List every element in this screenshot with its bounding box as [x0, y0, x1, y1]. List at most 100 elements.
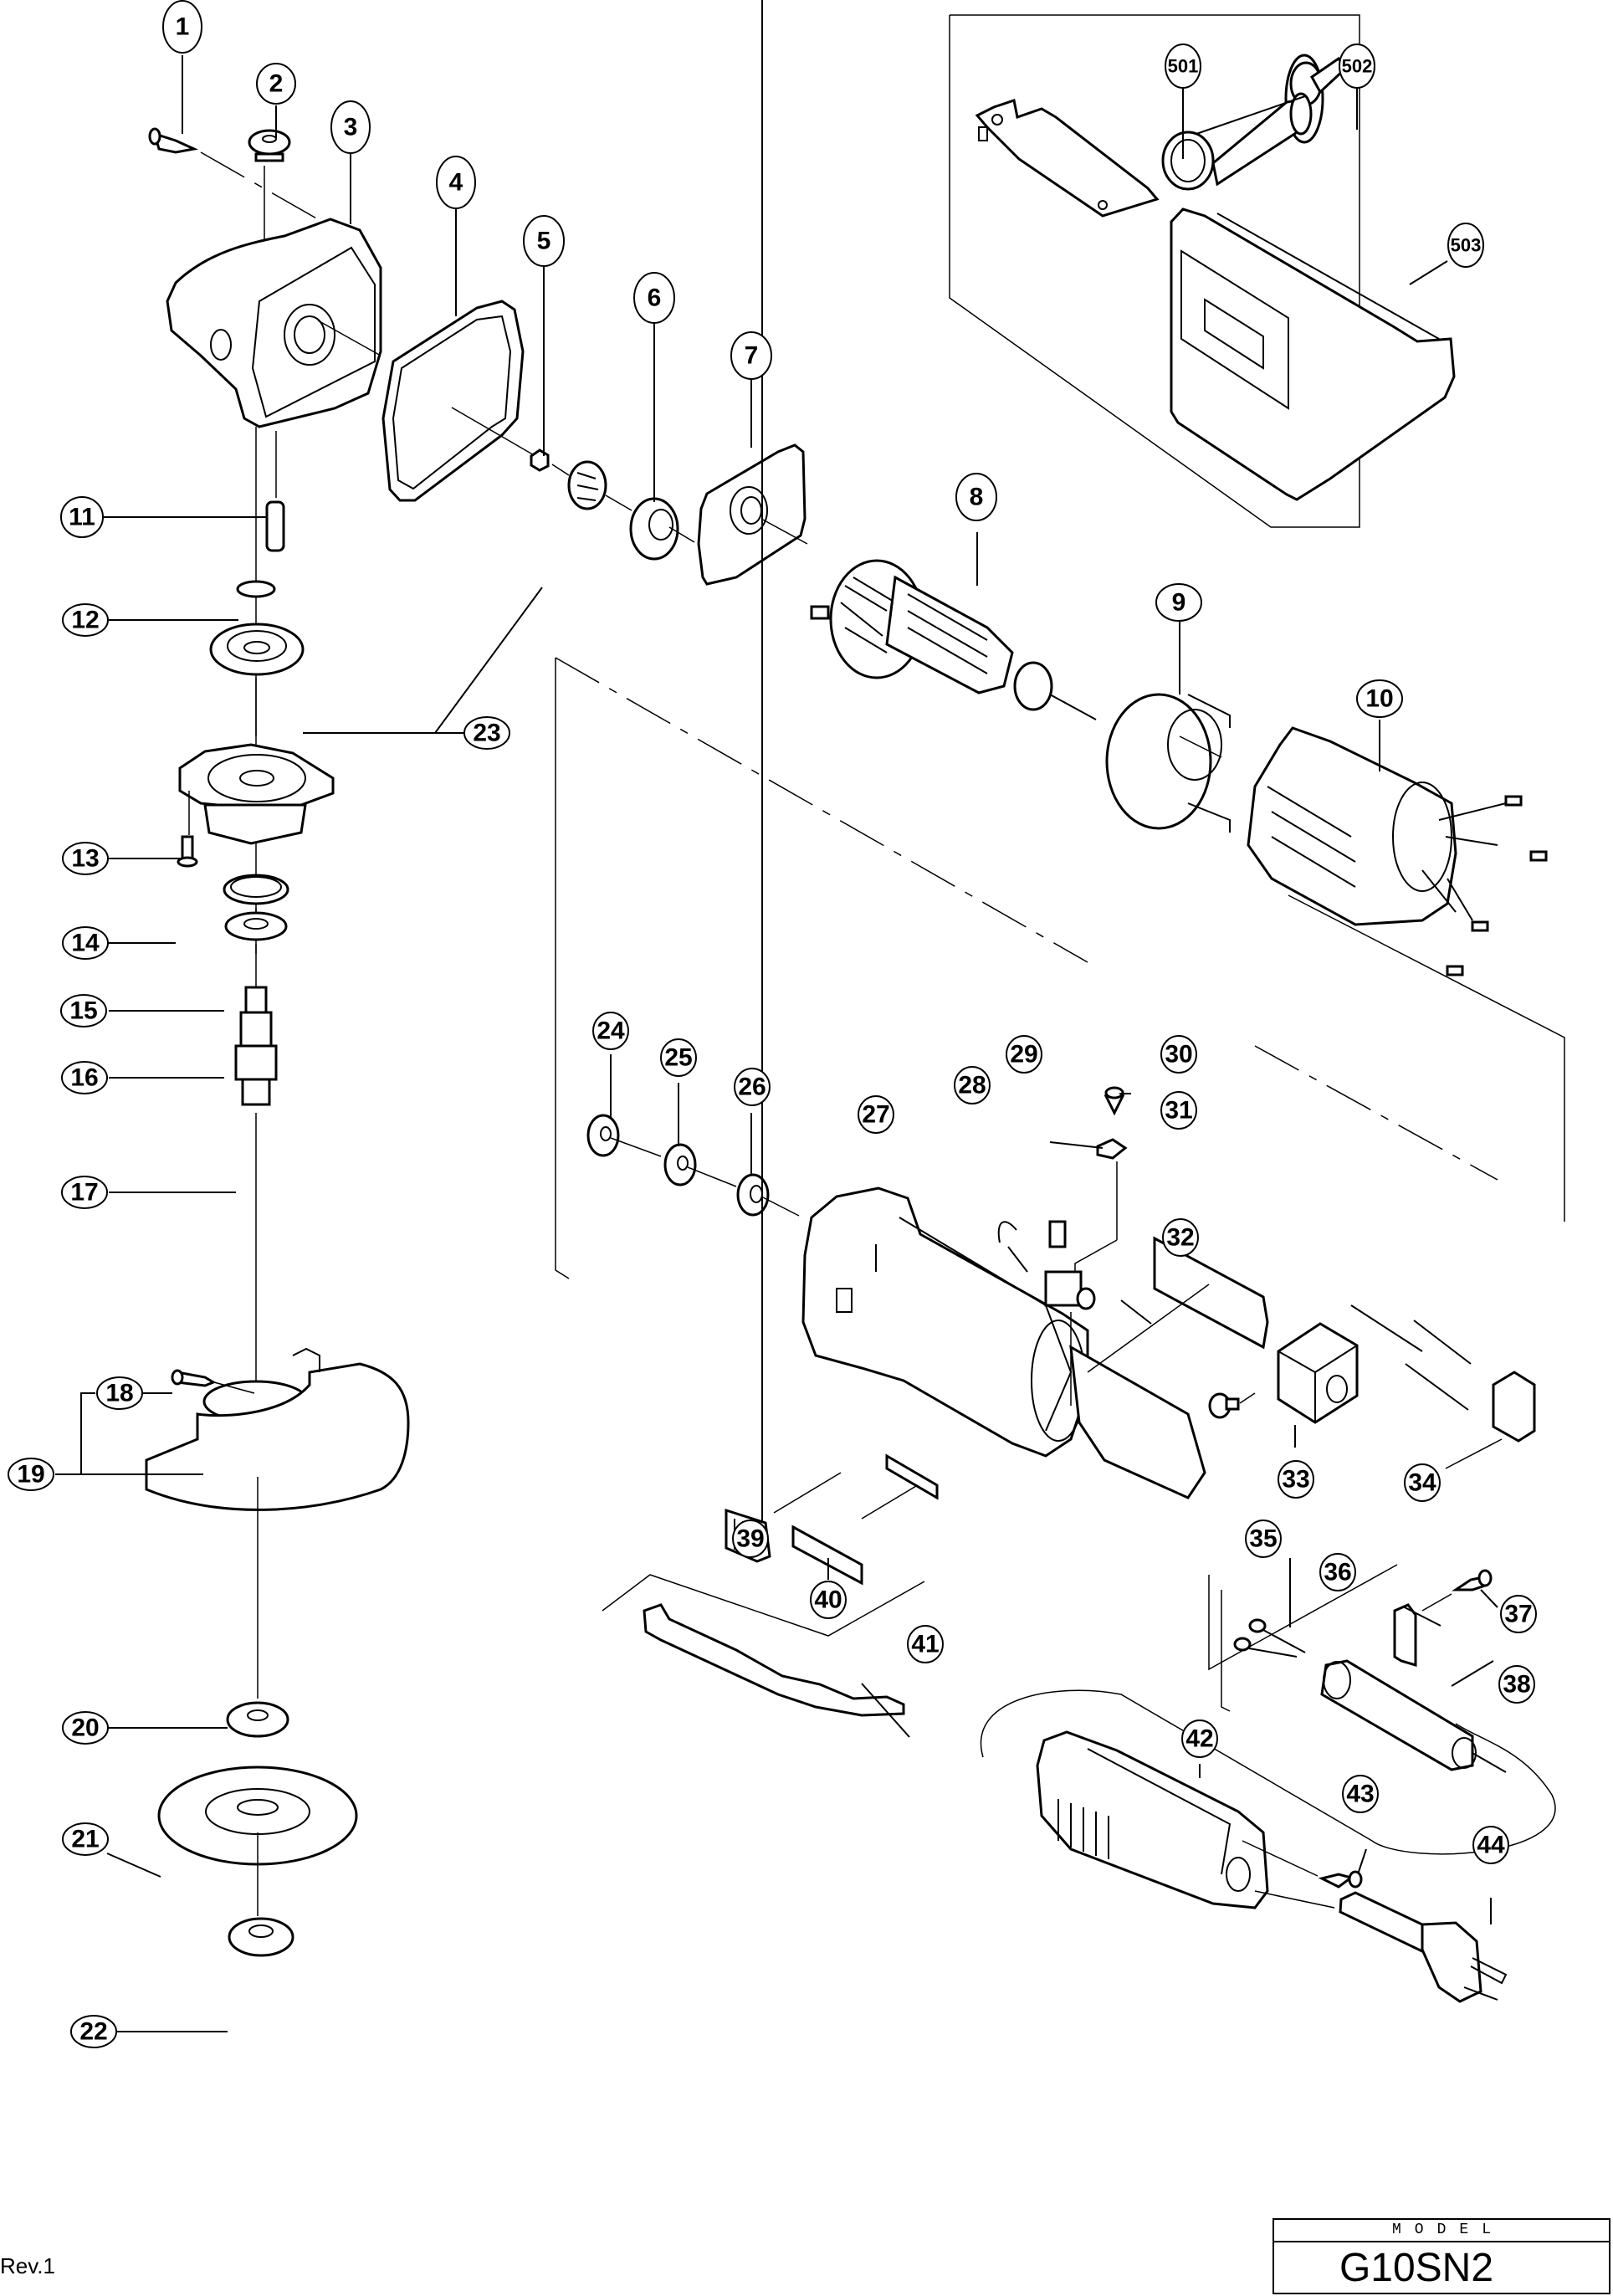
- callout-31: 31: [1160, 1091, 1197, 1130]
- svg-text:9: 9: [1172, 589, 1186, 617]
- callout-37: 37: [1500, 1595, 1537, 1633]
- svg-text:502: 502: [1342, 56, 1373, 77]
- part-retaining-ring: [236, 580, 276, 598]
- bracket-line: [555, 658, 570, 1279]
- part-wheel-washer: [226, 1701, 289, 1738]
- accessory-frame: [949, 14, 1360, 528]
- cord-loop: [980, 1689, 1556, 1855]
- part-brush-holder-32: [1044, 1270, 1096, 1310]
- callout-35: 35: [1245, 1520, 1282, 1558]
- part-spindle: [234, 986, 278, 1106]
- callout-19: 19: [8, 1458, 54, 1491]
- part-plug: [1339, 1891, 1508, 2003]
- part-label-31: [1153, 1236, 1269, 1350]
- part-armature: [810, 559, 1097, 720]
- callout-43: 43: [1342, 1775, 1379, 1813]
- part-cord-armor: [1320, 1659, 1507, 1773]
- part-lever: [643, 1603, 905, 1717]
- part-stator: [1247, 726, 1548, 976]
- part-wheel-nut: [228, 1917, 294, 1957]
- callout-4: 4: [436, 156, 476, 209]
- callout-28: 28: [954, 1066, 991, 1104]
- svg-text:31: 31: [1165, 1097, 1192, 1125]
- svg-text:32: 32: [1166, 1224, 1194, 1252]
- svg-text:25: 25: [664, 1044, 692, 1072]
- callout-38: 38: [1498, 1665, 1535, 1704]
- part-screw-14: [177, 835, 198, 868]
- callout-18: 18: [96, 1376, 143, 1410]
- callout-12: 12: [62, 603, 109, 637]
- callout-23: 23: [463, 716, 510, 750]
- svg-text:28: 28: [958, 1072, 986, 1099]
- svg-text:18: 18: [105, 1380, 133, 1407]
- callout-26: 26: [734, 1068, 771, 1106]
- callout-2: 2: [256, 63, 296, 105]
- part-bearing-holder: [178, 743, 335, 845]
- part-cord-terminals: [1233, 1618, 1306, 1658]
- callout-41: 41: [907, 1625, 944, 1663]
- svg-text:29: 29: [1010, 1041, 1037, 1069]
- callout-29: 29: [1006, 1035, 1042, 1074]
- callout-11: 11: [60, 496, 104, 538]
- callout-20: 20: [62, 1711, 109, 1745]
- part-brush-holder-spring: [1096, 1138, 1128, 1160]
- svg-text:4: 4: [449, 169, 463, 197]
- part-bearing-6: [629, 497, 679, 561]
- callout-5: 5: [523, 215, 565, 267]
- part-bracket-7: [697, 443, 806, 586]
- part-tail-cover: [1036, 1730, 1269, 1909]
- part-gear-cover: [166, 218, 382, 428]
- svg-text:38: 38: [1503, 1671, 1530, 1699]
- svg-text:16: 16: [70, 1064, 98, 1092]
- part-bevel-gear: [209, 623, 305, 676]
- svg-text:42: 42: [1185, 1725, 1213, 1753]
- callout-21: 21: [62, 1822, 109, 1856]
- callout-16: 16: [61, 1061, 108, 1094]
- svg-text:13: 13: [71, 845, 99, 873]
- part-gasket-4: [381, 300, 525, 502]
- callout-17: 17: [61, 1176, 108, 1209]
- callout-33: 33: [1278, 1460, 1314, 1499]
- callout-36: 36: [1319, 1553, 1356, 1591]
- part-carrying-case: [1170, 208, 1456, 501]
- callout-14: 14: [62, 926, 109, 960]
- callout-9: 9: [1155, 583, 1202, 622]
- part-carbon-brush: [997, 1220, 1067, 1248]
- callout-30: 30: [1160, 1035, 1197, 1074]
- svg-text:43: 43: [1346, 1781, 1374, 1808]
- callout-25: 25: [660, 1038, 697, 1077]
- part-screw-1: [148, 127, 198, 154]
- callout-40: 40: [810, 1581, 847, 1619]
- svg-text:37: 37: [1504, 1601, 1532, 1628]
- part-wheel-guard: [145, 1347, 410, 1511]
- axis-line: [200, 151, 319, 220]
- part-wrench: [975, 99, 1160, 218]
- svg-text:12: 12: [71, 607, 99, 634]
- svg-text:27: 27: [862, 1101, 889, 1129]
- svg-text:2: 2: [269, 70, 284, 98]
- callout-503: 503: [1447, 223, 1484, 268]
- svg-text:11: 11: [69, 504, 95, 531]
- svg-text:21: 21: [71, 1826, 99, 1853]
- part-label-40: [791, 1525, 863, 1586]
- svg-text:41: 41: [911, 1631, 939, 1658]
- svg-text:23: 23: [473, 720, 500, 747]
- callout-10: 10: [1356, 679, 1403, 718]
- callout-3: 3: [330, 100, 371, 154]
- part-cap-2: [248, 129, 291, 162]
- svg-text:36: 36: [1324, 1559, 1351, 1586]
- svg-text:35: 35: [1249, 1525, 1277, 1553]
- svg-text:30: 30: [1165, 1041, 1192, 1069]
- callout-15: 15: [60, 994, 107, 1028]
- wire-frame: [1288, 894, 1565, 1222]
- callout-8: 8: [955, 473, 997, 521]
- svg-text:26: 26: [738, 1074, 766, 1101]
- part-cord-clip: [1393, 1603, 1417, 1668]
- svg-text:19: 19: [17, 1461, 44, 1489]
- part-nut-5: [530, 448, 550, 472]
- part-switch: [1277, 1322, 1359, 1424]
- part-side-handle: [1161, 54, 1347, 191]
- part-tapping-screw-30: [1103, 1086, 1125, 1116]
- callout-7: 7: [730, 331, 772, 380]
